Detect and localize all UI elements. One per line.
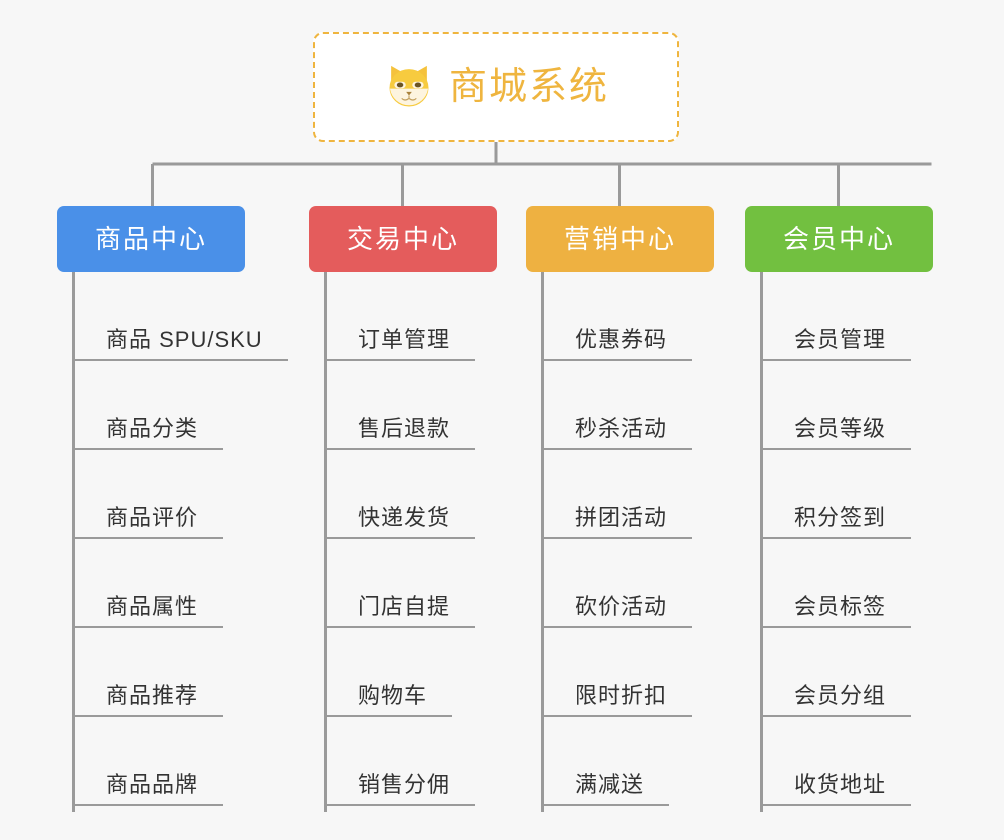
leaf-underline xyxy=(324,626,476,628)
shiba-dog-face-icon xyxy=(389,65,429,107)
list-item[interactable]: 购物车 xyxy=(309,628,497,717)
leaf-label: 快递发货 xyxy=(358,505,451,530)
branch-trade-center: 交易中心 订单管理 售后退款 快递发货 xyxy=(309,206,497,812)
leaf-underline xyxy=(324,359,476,361)
list-item[interactable]: 售后退款 xyxy=(309,361,497,450)
leaf-label: 购物车 xyxy=(358,683,428,708)
list-item[interactable]: 会员标签 xyxy=(745,539,933,628)
leaf-label: 满减送 xyxy=(575,772,645,797)
root-node-shop-system[interactable]: 商城系统 xyxy=(313,32,679,142)
branch-body-trade-center: 订单管理 售后退款 快递发货 门店自提 xyxy=(309,272,497,812)
list-item[interactable]: 商品 SPU/SKU xyxy=(57,272,288,361)
list-item[interactable]: 商品推荐 xyxy=(57,628,245,717)
leaf-underline xyxy=(541,537,693,539)
leaf-label: 商品 SPU/SKU xyxy=(106,327,263,352)
list-item[interactable]: 商品属性 xyxy=(57,539,245,628)
leaf-underline xyxy=(541,804,670,806)
leaf-underline xyxy=(760,359,912,361)
leaf-underline xyxy=(760,448,912,450)
leaf-label: 商品推荐 xyxy=(106,683,199,708)
leaf-label: 商品评价 xyxy=(106,505,199,530)
root-node-title: 商城系统 xyxy=(448,66,609,108)
leaf-label: 会员标签 xyxy=(794,594,887,619)
leaf-underline xyxy=(760,804,912,806)
leaf-label: 会员等级 xyxy=(794,416,887,441)
leaf-underline xyxy=(72,626,224,628)
leaf-underline xyxy=(760,715,912,717)
leaf-underline xyxy=(72,448,224,450)
branch-header-label: 会员中心 xyxy=(782,224,895,254)
branch-body-member-center: 会员管理 会员等级 积分签到 会员标签 xyxy=(745,272,933,812)
leaf-underline xyxy=(72,359,288,361)
list-item[interactable]: 商品评价 xyxy=(57,450,245,539)
list-item[interactable]: 会员管理 xyxy=(745,272,933,361)
branch-header-label: 营销中心 xyxy=(563,224,676,254)
leaf-label: 收货地址 xyxy=(794,772,887,797)
branch-header-product-center[interactable]: 商品中心 xyxy=(57,206,245,272)
leaf-underline xyxy=(760,537,912,539)
leaf-label: 秒杀活动 xyxy=(575,416,668,441)
branch-header-marketing-center[interactable]: 营销中心 xyxy=(526,206,714,272)
branch-product-center: 商品中心 商品 SPU/SKU 商品分类 商品评价 xyxy=(57,206,288,812)
branch-member-center: 会员中心 会员管理 会员等级 积分签到 xyxy=(745,206,933,812)
leaf-underline xyxy=(324,715,453,717)
branch-trunk xyxy=(760,272,763,812)
branch-trunk xyxy=(72,272,75,812)
leaf-label: 砍价活动 xyxy=(575,594,668,619)
list-item[interactable]: 商品品牌 xyxy=(57,717,245,806)
leaf-underline xyxy=(324,537,476,539)
list-item[interactable]: 销售分佣 xyxy=(309,717,497,806)
leaf-underline xyxy=(72,537,224,539)
leaf-label: 限时折扣 xyxy=(575,683,668,708)
leaf-label: 销售分佣 xyxy=(358,772,451,797)
list-item[interactable]: 积分签到 xyxy=(745,450,933,539)
list-item[interactable]: 秒杀活动 xyxy=(526,361,714,450)
leaf-underline xyxy=(72,715,224,717)
leaf-underline xyxy=(72,804,224,806)
list-item[interactable]: 收货地址 xyxy=(745,717,933,806)
leaf-label: 订单管理 xyxy=(358,327,451,352)
leaf-label: 会员分组 xyxy=(794,683,887,708)
list-item[interactable]: 拼团活动 xyxy=(526,450,714,539)
branch-header-label: 交易中心 xyxy=(346,224,459,254)
list-item[interactable]: 门店自提 xyxy=(309,539,497,628)
leaf-underline xyxy=(760,626,912,628)
leaf-label: 优惠券码 xyxy=(575,327,668,352)
branch-trunk xyxy=(541,272,544,812)
leaf-label: 拼团活动 xyxy=(575,505,668,530)
leaf-label: 售后退款 xyxy=(358,416,451,441)
leaf-underline xyxy=(324,804,476,806)
leaf-underline xyxy=(541,448,693,450)
list-item[interactable]: 快递发货 xyxy=(309,450,497,539)
branch-header-label: 商品中心 xyxy=(94,224,207,254)
leaf-underline xyxy=(541,626,693,628)
list-item[interactable]: 商品分类 xyxy=(57,361,245,450)
list-item[interactable]: 限时折扣 xyxy=(526,628,714,717)
list-item[interactable]: 满减送 xyxy=(526,717,714,806)
list-item[interactable]: 会员等级 xyxy=(745,361,933,450)
list-item[interactable]: 订单管理 xyxy=(309,272,497,361)
list-item[interactable]: 会员分组 xyxy=(745,628,933,717)
leaf-label: 积分签到 xyxy=(794,505,887,530)
list-item[interactable]: 优惠券码 xyxy=(526,272,714,361)
leaf-label: 门店自提 xyxy=(358,594,451,619)
leaf-label: 商品分类 xyxy=(106,416,199,441)
branch-header-member-center[interactable]: 会员中心 xyxy=(745,206,933,272)
branch-body-marketing-center: 优惠券码 秒杀活动 拼团活动 砍价活动 xyxy=(526,272,714,812)
leaf-label: 商品属性 xyxy=(106,594,199,619)
branch-header-trade-center[interactable]: 交易中心 xyxy=(309,206,497,272)
leaf-label: 会员管理 xyxy=(794,327,887,352)
leaf-underline xyxy=(324,448,476,450)
branch-marketing-center: 营销中心 优惠券码 秒杀活动 拼团活动 xyxy=(526,206,714,812)
leaf-label: 商品品牌 xyxy=(106,772,199,797)
list-item[interactable]: 砍价活动 xyxy=(526,539,714,628)
branch-body-product-center: 商品 SPU/SKU 商品分类 商品评价 商品属性 xyxy=(57,272,288,812)
leaf-underline xyxy=(541,359,693,361)
leaf-underline xyxy=(541,715,693,717)
branch-trunk xyxy=(324,272,327,812)
